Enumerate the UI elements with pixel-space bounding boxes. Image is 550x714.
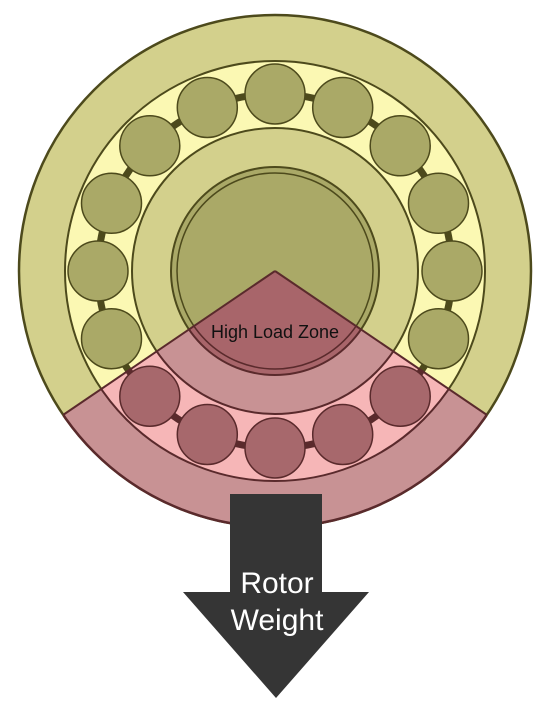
load-zone-shaft (170, 271, 380, 376)
load-zone-shaft-edge (176, 271, 374, 370)
roller (176, 76, 239, 139)
high-load-zone-label: High Load Zone (211, 322, 339, 342)
roller (421, 240, 483, 302)
roller (407, 172, 470, 235)
load-zone-edge-left (62, 270, 276, 416)
roller (80, 172, 143, 235)
roller (119, 365, 181, 427)
roller (407, 307, 470, 370)
roller (80, 307, 143, 370)
roller (311, 403, 374, 466)
roller (369, 365, 431, 427)
roller (67, 240, 129, 302)
arrow-label-rotor: Rotor (240, 567, 313, 600)
roller (119, 115, 181, 177)
roller (244, 417, 306, 479)
roller (176, 403, 239, 466)
roller (369, 115, 431, 177)
roller (244, 63, 306, 125)
load-zone-edge-right (274, 270, 488, 416)
roller (311, 76, 374, 139)
rotor-weight-arrow (183, 494, 369, 698)
arrow-label-weight: Weight (231, 604, 324, 637)
